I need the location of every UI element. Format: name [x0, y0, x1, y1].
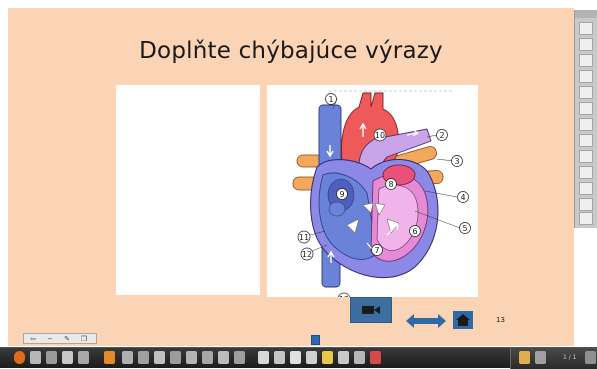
taskbar-app-icon[interactable]	[306, 351, 317, 364]
tray-icon[interactable]	[585, 351, 596, 364]
video-button[interactable]	[350, 297, 392, 323]
toolbar-button[interactable]	[579, 70, 593, 83]
taskbar-app-icon[interactable]	[122, 351, 133, 364]
toolbar-button[interactable]	[579, 102, 593, 115]
svg-text:6: 6	[412, 227, 417, 236]
right-toolbar	[574, 10, 597, 228]
label-6: 6	[410, 226, 421, 237]
heart-diagram: 1 2 3 4 5 6 7 8 9 10 11 12 13	[267, 85, 478, 297]
minus-icon[interactable]: −	[44, 335, 56, 343]
toolbar-button[interactable]	[579, 166, 593, 179]
svg-text:4: 4	[460, 193, 465, 202]
toolbar-button[interactable]	[579, 54, 593, 67]
taskbar-app-icon[interactable]	[370, 351, 381, 364]
label-5: 5	[460, 223, 471, 234]
left-arrow-icon	[406, 314, 426, 328]
taskbar-app-icon[interactable]	[138, 351, 149, 364]
svg-text:10: 10	[375, 131, 385, 140]
copy-icon[interactable]: ❐	[78, 335, 90, 343]
taskbar-app-icon[interactable]	[338, 351, 349, 364]
edit-icon[interactable]: ✎	[61, 335, 73, 343]
label-13: 13	[338, 293, 350, 297]
taskbar-app-icon[interactable]	[46, 351, 57, 364]
taskbar-app-icon[interactable]	[234, 351, 245, 364]
toolbar-button[interactable]	[579, 198, 593, 211]
home-icon	[456, 314, 470, 326]
page-indicator: 1 / 1	[563, 354, 576, 361]
svg-text:7: 7	[374, 246, 379, 255]
arrow-tool-icon[interactable]: ⇦	[27, 335, 39, 343]
tray-icon[interactable]	[535, 351, 546, 364]
label-9: 9	[337, 189, 348, 200]
svg-text:13: 13	[339, 295, 349, 297]
svg-text:1: 1	[328, 95, 333, 104]
toolbar-button[interactable]	[579, 38, 593, 51]
label-7: 7	[372, 245, 383, 256]
toolbar-button[interactable]	[579, 134, 593, 147]
taskbar-app-icon[interactable]	[104, 351, 115, 364]
taskbar-app-icon[interactable]	[78, 351, 89, 364]
toolbar-button[interactable]	[579, 150, 593, 163]
taskbar-app-icon[interactable]	[274, 351, 285, 364]
camera-icon	[361, 304, 381, 316]
scroll-handle[interactable]	[311, 335, 320, 345]
taskbar-app-icon[interactable]	[218, 351, 229, 364]
label-11: 11	[298, 231, 310, 243]
mini-toolbar: ⇦ − ✎ ❐	[23, 333, 97, 344]
heart-diagram-graphic: 1 2 3 4 5 6 7 8 9 10 11 12 13	[267, 85, 478, 297]
taskbar-app-icon[interactable]	[62, 351, 73, 364]
toolbar-button[interactable]	[579, 118, 593, 131]
svg-text:3: 3	[454, 157, 459, 166]
svg-text:12: 12	[302, 250, 312, 259]
toolbar-button[interactable]	[579, 212, 593, 225]
prev-slide-button[interactable]	[406, 314, 426, 328]
toolbar-button[interactable]	[579, 22, 593, 35]
slide-canvas: Doplňte chýbajúce výrazy	[8, 8, 574, 346]
home-button[interactable]	[453, 311, 473, 329]
label-3: 3	[452, 156, 463, 167]
taskbar-app-icon[interactable]	[322, 351, 333, 364]
label-4: 4	[458, 192, 469, 203]
answer-text-box[interactable]	[116, 85, 260, 295]
label-10: 10	[374, 129, 386, 141]
start-icon[interactable]	[14, 351, 25, 364]
svg-text:8: 8	[388, 180, 393, 189]
label-1: 1	[326, 94, 337, 105]
taskbar-app-icon[interactable]	[186, 351, 197, 364]
taskbar-app-icon[interactable]	[354, 351, 365, 364]
page-number: 13	[496, 316, 505, 324]
taskbar-app-icon[interactable]	[202, 351, 213, 364]
taskbar: 1 / 1	[0, 347, 597, 368]
label-12: 12	[301, 248, 313, 260]
taskbar-app-icon[interactable]	[30, 351, 41, 364]
svg-text:2: 2	[439, 131, 444, 140]
taskbar-app-icon[interactable]	[170, 351, 181, 364]
next-slide-button[interactable]	[426, 314, 446, 328]
taskbar-tray: 1 / 1	[510, 348, 597, 369]
svg-text:9: 9	[339, 190, 344, 199]
slide-title: Doplňte chýbajúce výrazy	[8, 38, 574, 64]
taskbar-app-icon[interactable]	[258, 351, 269, 364]
tray-icon[interactable]	[519, 351, 530, 364]
taskbar-app-icon[interactable]	[154, 351, 165, 364]
svg-text:5: 5	[462, 224, 467, 233]
toolbar-button[interactable]	[579, 182, 593, 195]
toolbar-button[interactable]	[579, 86, 593, 99]
svg-text:11: 11	[299, 233, 309, 242]
right-arrow-icon	[426, 314, 446, 328]
taskbar-app-icon[interactable]	[290, 351, 301, 364]
label-8: 8	[386, 179, 397, 190]
label-2: 2	[437, 130, 448, 141]
toolbar-grip[interactable]	[575, 10, 597, 18]
